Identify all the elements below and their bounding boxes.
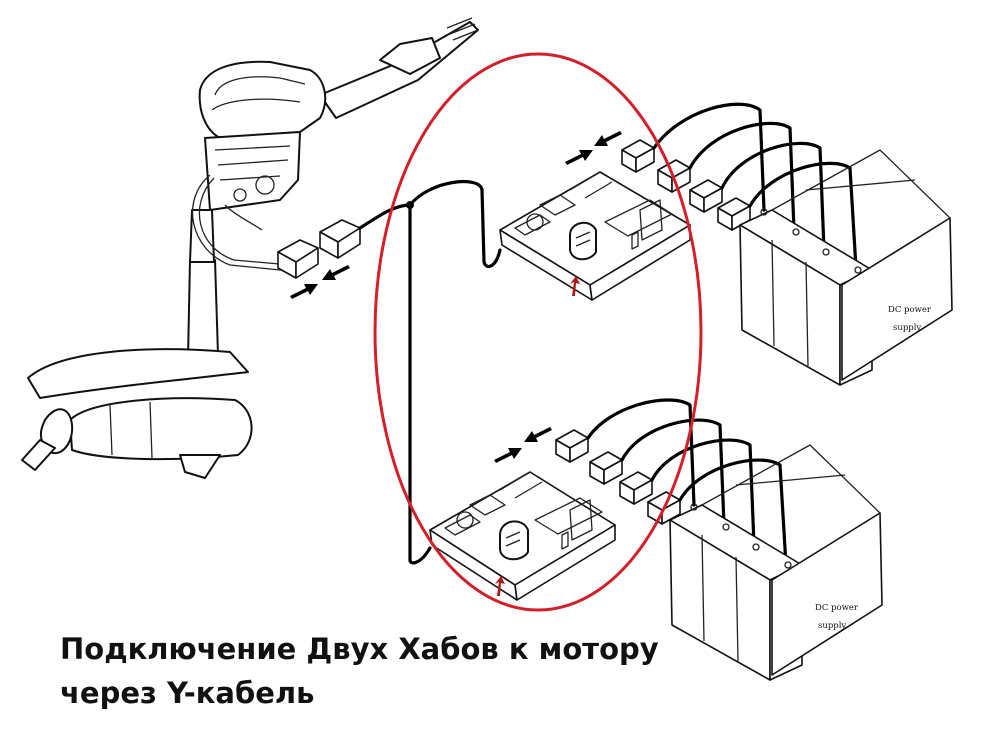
dc-power-supply-1-label-line2: supply — [893, 323, 921, 333]
outboard-motor — [21, 17, 479, 479]
hub-2 — [429, 471, 616, 601]
hub-1-battery-cables — [652, 102, 858, 270]
y-split-point — [406, 201, 414, 209]
dc-power-supply-2 — [669, 444, 883, 681]
hub-2-indicator-arrow — [495, 576, 505, 596]
caption-line-1: Подключение Двух Хабов к мотору — [60, 632, 659, 666]
dc-power-supply-2-label-line1: DC power — [815, 603, 859, 613]
hub-2-connector-arrows — [494, 427, 552, 463]
hub-2-battery-connectors — [555, 429, 681, 525]
dc-power-supply-1 — [739, 149, 953, 386]
caption-line-2: через Y-кабель — [60, 676, 315, 710]
highlight-ellipse — [373, 52, 703, 612]
hub-1-indicator-arrow — [570, 276, 580, 296]
motor-plug-arrows — [290, 265, 350, 299]
motor-connector — [277, 219, 361, 279]
dc-power-supply-2-label-line2: supply — [818, 621, 846, 631]
hub-1 — [499, 171, 691, 301]
hub-1-connector-arrows — [565, 131, 622, 165]
dc-power-supply-1-label-line1: DC power — [888, 305, 932, 315]
y-cable — [358, 180, 502, 565]
